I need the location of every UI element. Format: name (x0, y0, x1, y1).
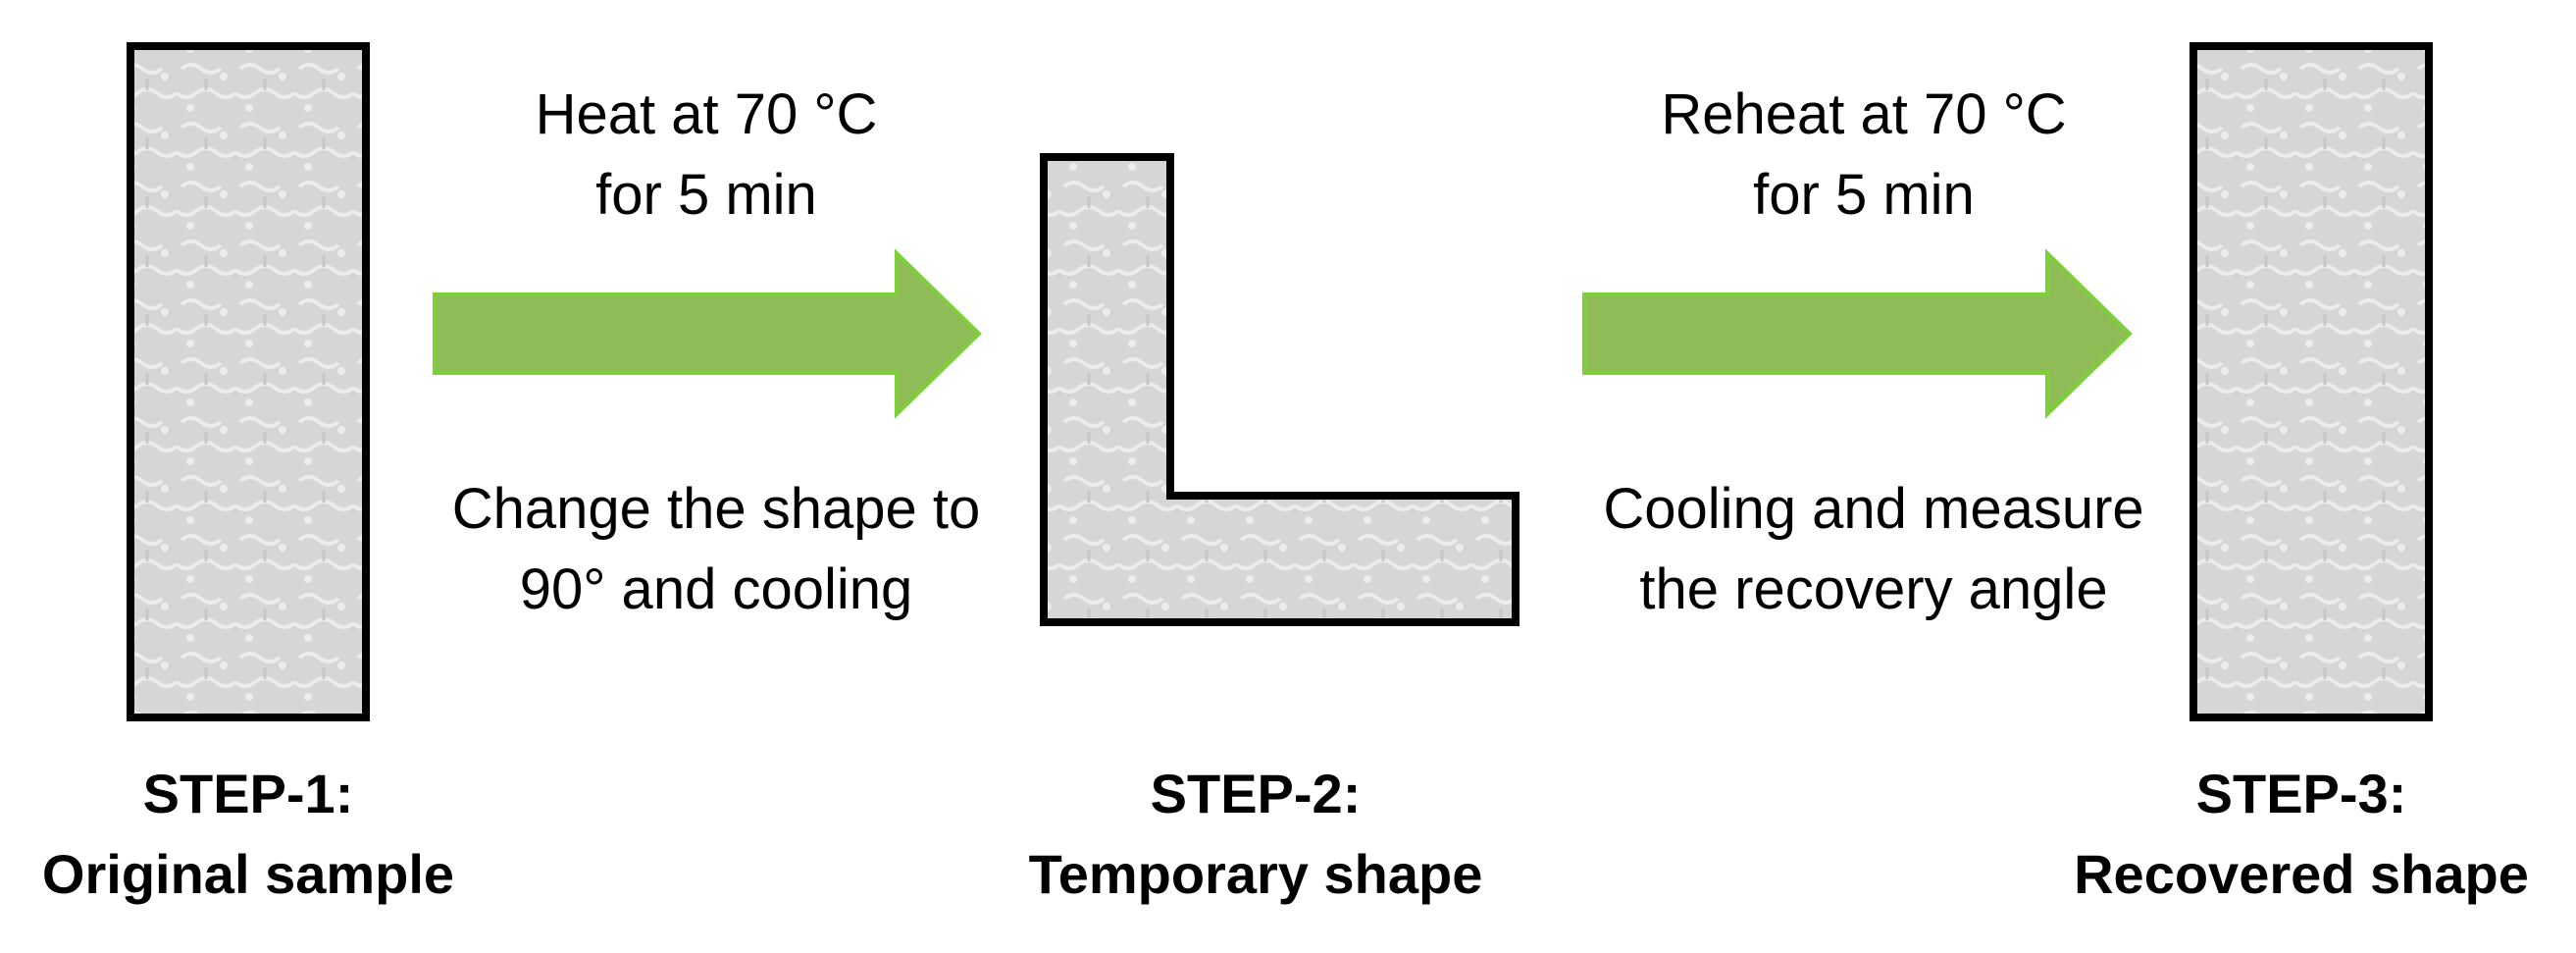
transition-1-above-line-2: for 5 min (595, 163, 817, 227)
temporary-shape-l-strip (1040, 153, 1520, 626)
step-3-title: STEP-3: (2195, 763, 2407, 824)
transition-2-above-text: Reheat at 70 °C for 5 min (1560, 75, 2168, 236)
step-2-title: STEP-2: (1150, 763, 1362, 824)
step-3-name: Recovered shape (2074, 843, 2529, 905)
step-3-label: STEP-3: Recovered shape (2027, 754, 2576, 915)
step-2-label: STEP-2: Temporary shape (981, 754, 1530, 915)
process-arrow-1 (433, 248, 982, 419)
transition-1-above-line-1: Heat at 70 °C (535, 82, 878, 146)
step-1-title: STEP-1: (142, 763, 354, 824)
transition-1-below-line-1: Change the shape to (451, 477, 981, 541)
step-2-name: Temporary shape (1028, 843, 1483, 905)
original-sample-strip (127, 42, 370, 721)
transition-2-below-text: Cooling and measure the recovery angle (1560, 469, 2188, 630)
step-1-label: STEP-1: Original sample (0, 754, 496, 915)
transition-2-above-line-1: Reheat at 70 °C (1661, 82, 2067, 146)
transition-1-below-line-2: 90° and cooling (519, 557, 913, 621)
transition-2-above-line-2: for 5 min (1753, 163, 1975, 227)
transition-2-below-line-1: Cooling and measure (1603, 477, 2144, 541)
step-1-name: Original sample (41, 843, 455, 905)
transition-1-below-text: Change the shape to 90° and cooling (402, 469, 1030, 630)
transition-2-below-line-2: the recovery angle (1639, 557, 2108, 621)
transition-1-above-text: Heat at 70 °C for 5 min (402, 75, 1010, 236)
recovered-sample-strip (2190, 42, 2433, 721)
process-arrow-2 (1582, 248, 2133, 419)
